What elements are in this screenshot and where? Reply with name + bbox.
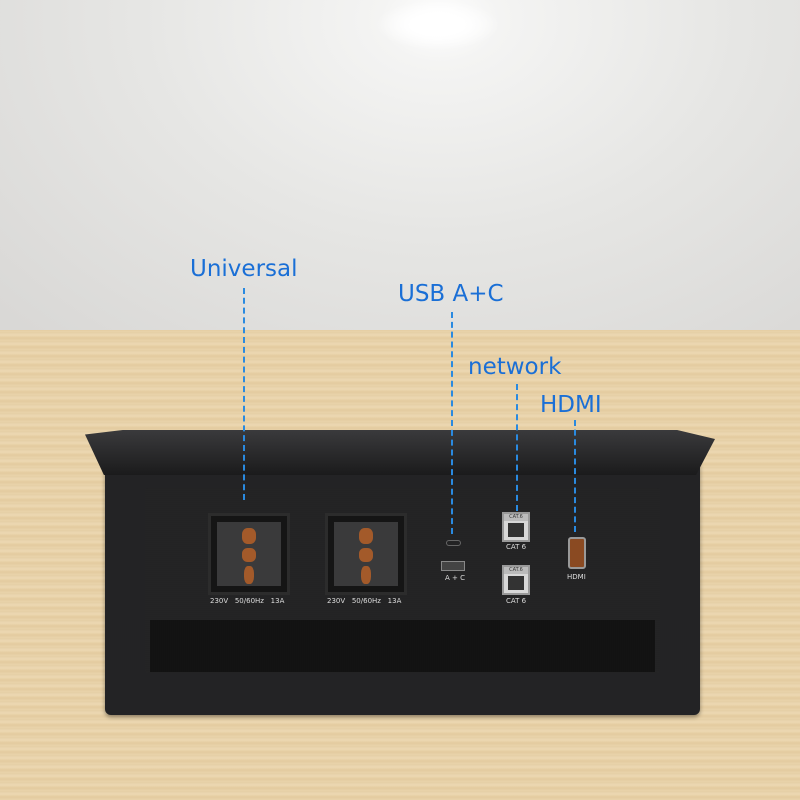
- label-usb: USB A+C: [398, 281, 504, 307]
- universal-socket-1: [208, 513, 290, 595]
- universal-leader-line: [243, 288, 245, 500]
- socket-1-rating: 230V 50/60Hz 13A: [210, 597, 285, 605]
- rj45-1-face-label: CAT.6: [504, 514, 528, 521]
- ceiling-background: [0, 0, 800, 335]
- label-network: network: [468, 354, 562, 380]
- usb-leader-line: [451, 312, 453, 534]
- usb-c-port: [446, 540, 461, 546]
- universal-socket-2: [325, 513, 407, 595]
- ceiling-light: [375, 0, 500, 50]
- hdmi-port: [568, 537, 586, 569]
- rj45-1-text: CAT 6: [506, 543, 527, 551]
- cable-brush: [150, 620, 655, 672]
- label-hdmi: HDMI: [540, 392, 602, 418]
- popup-box-lid: [85, 430, 715, 475]
- network-leader-line: [516, 384, 518, 511]
- rj45-2-text: CAT 6: [506, 597, 527, 605]
- label-universal: Universal: [190, 256, 298, 282]
- hdmi-port-text: HDMI: [567, 573, 586, 581]
- socket-2-rating: 230V 50/60Hz 13A: [327, 597, 402, 605]
- rj45-port-1: CAT.6: [502, 512, 530, 542]
- rj45-2-face-label: CAT.6: [504, 567, 528, 574]
- hdmi-leader-line: [574, 420, 576, 532]
- usb-a-port: [441, 561, 465, 571]
- usb-port-text: A + C: [445, 574, 465, 582]
- rj45-port-2: CAT.6: [502, 565, 530, 595]
